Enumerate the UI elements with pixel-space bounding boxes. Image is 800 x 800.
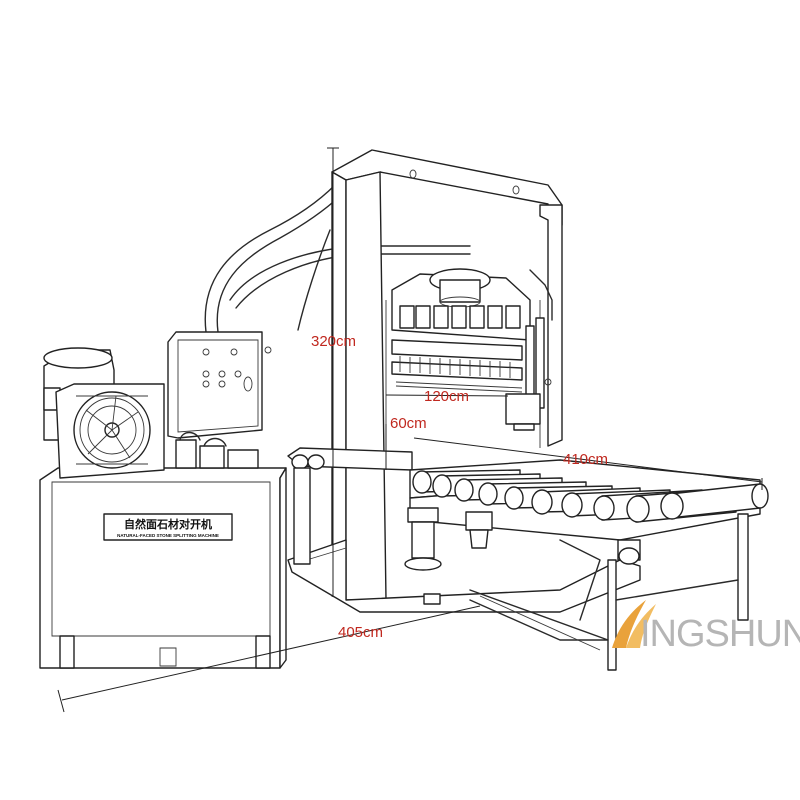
dimension-lines: 320cm 120cm 60cm 410cm 405cm (57, 147, 763, 713)
dim-height-label: 320cm (311, 333, 356, 350)
cooling-fan (55, 383, 165, 479)
conveyor-rollers (412, 469, 769, 523)
base-and-conveyor (287, 447, 769, 671)
left-roller-row (291, 454, 325, 565)
valve-block (175, 431, 259, 469)
cylinder-block-row (399, 305, 521, 329)
plate-title-cn: 自然面石材对开机 (124, 517, 212, 531)
brand-name: INGSHUN (640, 613, 800, 655)
machine-name-plate: 自然面石材对开机 NATURAL-FACED STONE SPLITTING M… (103, 513, 233, 541)
plate-subtitle-en: NATURAL-FACED STONE SPLITTING MACHINE (117, 533, 219, 538)
dim-conveyor-length-label: 410cm (563, 451, 608, 468)
brand-watermark: INGSHUN (612, 600, 800, 655)
electrical-control-box (167, 331, 272, 439)
dim-cut-width-label: 120cm (424, 388, 469, 405)
upper-cutting-head (391, 268, 553, 431)
lower-cylinder (404, 507, 493, 605)
dim-opening-label: 60cm (390, 415, 427, 432)
kingshun-k-logo-icon (612, 600, 656, 648)
hydraulic-power-unit: 自然面石材对开机 NATURAL-FACED STONE SPLITTING M… (39, 331, 287, 669)
dim-overall-length-label: 405cm (338, 624, 383, 641)
